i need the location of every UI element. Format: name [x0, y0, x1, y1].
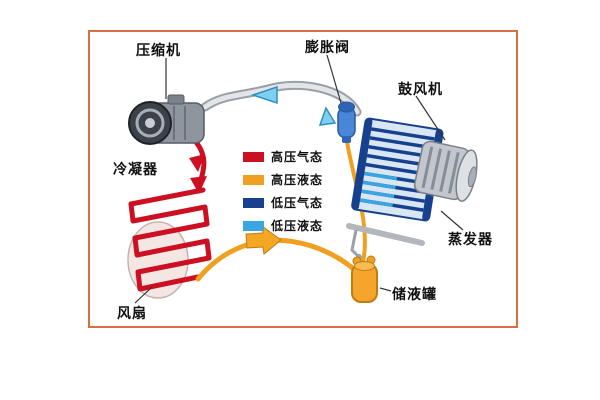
- evaporator-bracket: [346, 223, 425, 260]
- low-pressure-flow-arrows: [250, 85, 337, 126]
- legend-label: 高压气态: [271, 150, 324, 164]
- legend: 高压气态高压液态低压气态低压液态: [243, 148, 323, 240]
- legend-swatch: [243, 174, 264, 185]
- label-blower: 鼓风机: [398, 81, 443, 97]
- compressor-graphic: [128, 94, 205, 145]
- label-evaporator: 蒸发器: [448, 231, 493, 247]
- pointer-blower: [415, 95, 446, 141]
- flow-arrow-evaporator-out: [318, 106, 337, 126]
- pointer-expansion-valve: [326, 54, 342, 104]
- label-fan: 风扇: [117, 305, 147, 321]
- legend-item: 低压液态: [243, 217, 323, 234]
- legend-label: 低压气态: [271, 196, 324, 210]
- legend-item: 高压液态: [243, 171, 323, 188]
- legend-swatch: [243, 151, 264, 162]
- legend-label: 高压液态: [271, 173, 324, 187]
- pointer-receiver: [379, 287, 392, 292]
- label-receiver: 储液罐: [392, 286, 437, 302]
- legend-swatch: [243, 220, 264, 231]
- condenser-coil: [128, 187, 212, 292]
- receiver-drier-graphic: [351, 255, 378, 303]
- legend-item: 低压气态: [243, 194, 323, 211]
- flow-arrow-suction: [250, 85, 278, 105]
- suction-pipe: [200, 80, 362, 117]
- flow-arrow-liquid: [245, 224, 282, 255]
- pointer-fan: [134, 286, 153, 304]
- label-expansion-valve: 膨胀阀: [305, 39, 350, 55]
- legend-swatch: [243, 197, 264, 208]
- legend-label: 低压液态: [271, 219, 324, 233]
- legend-item: 高压气态: [243, 148, 323, 165]
- blower-graphic: [413, 140, 478, 202]
- pointer-lines: [134, 54, 464, 304]
- flow-arrow-discharge-1: [189, 154, 205, 172]
- discharge-pipe: [189, 139, 207, 194]
- flow-arrow-discharge-2: [190, 176, 207, 194]
- label-compressor: 压缩机: [136, 42, 181, 58]
- expansion-valve-graphic: [337, 101, 356, 143]
- pointer-evaporator: [440, 210, 464, 231]
- label-condenser: 冷凝器: [113, 161, 158, 177]
